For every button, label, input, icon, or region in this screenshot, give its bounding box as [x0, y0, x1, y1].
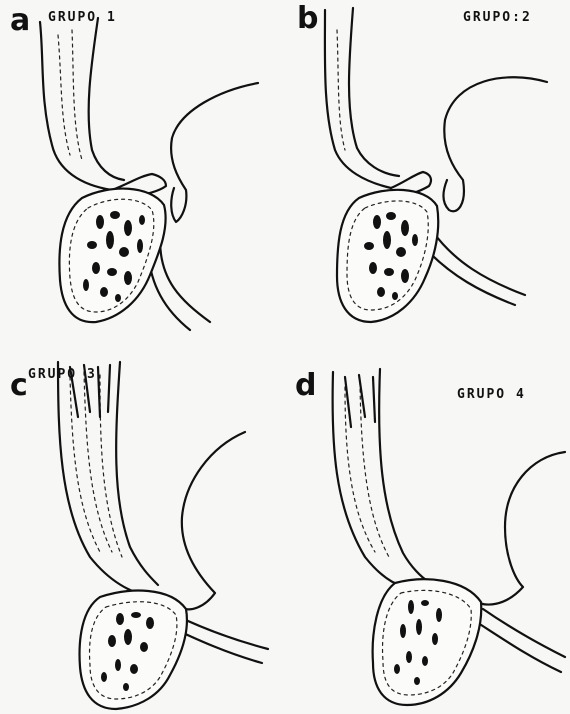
illustration-grupo-3: [0, 357, 285, 714]
panel-letter: c: [10, 371, 28, 401]
panel-c: c GRUPO 3: [0, 357, 285, 714]
panel-a: a GRUPO 1: [0, 0, 285, 357]
panel-letter: a: [10, 6, 30, 36]
panel-d: d GRUPO 4: [285, 357, 570, 714]
group-label: GRUPO:2: [463, 10, 532, 25]
illustration-grupo-2: [285, 0, 570, 357]
panel-letter: d: [295, 371, 316, 401]
illustration-grupo-1: [0, 0, 285, 357]
group-label: GRUPO 1: [48, 10, 117, 25]
panel-letter: b: [297, 4, 318, 34]
illustration-grupo-4: [285, 357, 570, 714]
panel-b: b GRUPO:2: [285, 0, 570, 357]
group-label: GRUPO 3: [28, 367, 97, 382]
group-label: GRUPO 4: [457, 387, 526, 402]
